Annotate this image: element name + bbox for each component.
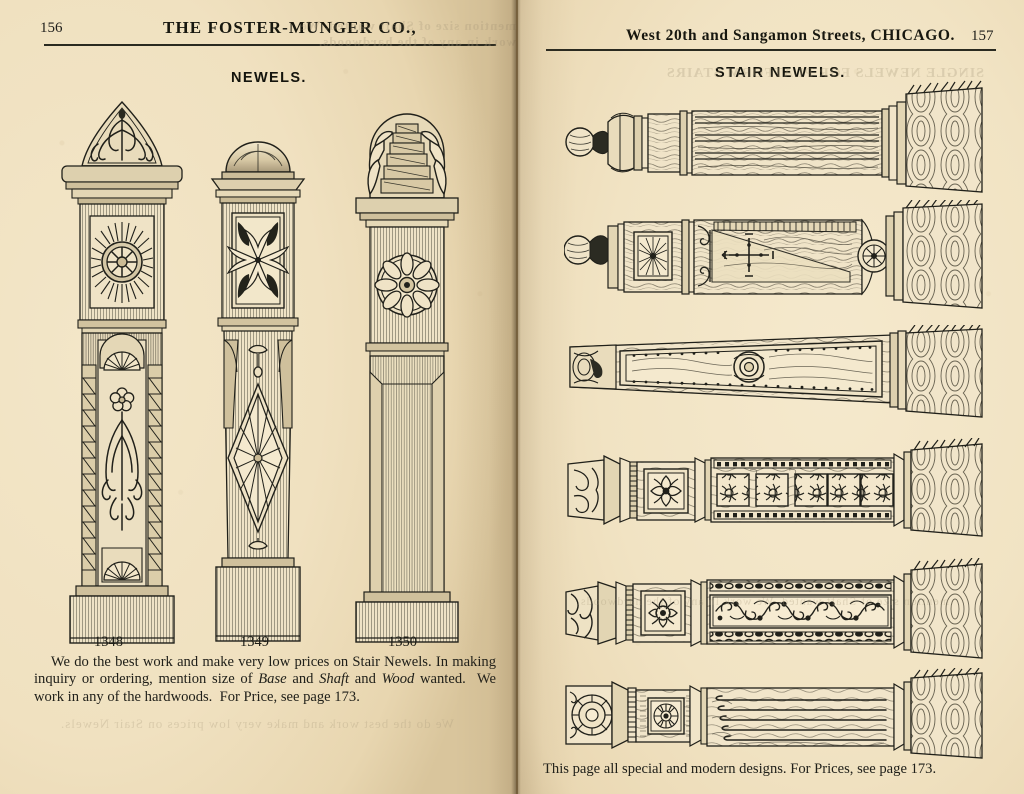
left-folio: 156 (40, 20, 63, 36)
figure-newel-1380 (564, 438, 984, 543)
figure-number-1348: 1348 (94, 634, 123, 650)
figure-newel-1378 (564, 668, 984, 763)
right-running-head: West 20th and Sangamon Streets, CHICAGO. (626, 27, 956, 44)
figure-newel-1349 (196, 128, 320, 646)
book-spine-line (516, 0, 518, 794)
left-running-head: THE FOSTER-MUNGER CO., (163, 18, 417, 37)
figure-number-1350: 1350 (388, 634, 417, 650)
figure-newel-1350 (344, 104, 470, 646)
figure-newel-1379 (564, 558, 984, 663)
right-section-title: STAIR NEWELS. (715, 65, 846, 81)
left-body-text: We do the best work and make very low pr… (34, 654, 496, 706)
left-body-run: We do the best work and make very low pr… (34, 654, 496, 705)
figure-newel-1394 (564, 200, 984, 310)
figure-newel-1395 (564, 80, 984, 200)
left-page: 156 THE FOSTER-MUNGER CO., NEWELS. menti… (0, 0, 516, 794)
right-footer-text: This page all special and modern designs… (543, 761, 937, 777)
figure-newel-1393 (564, 325, 984, 425)
right-page: West 20th and Sangamon Streets, CHICAGO.… (516, 0, 1024, 794)
figure-number-1349: 1349 (240, 634, 269, 650)
right-head-rule (546, 49, 996, 51)
left-head-rule (44, 44, 496, 46)
right-folio: 157 (971, 28, 994, 44)
left-section-title: NEWELS. (231, 70, 307, 86)
figure-newel-1348 (52, 100, 192, 645)
bleed-ghost-bottom-left: We do the best work and make very low pr… (60, 716, 454, 731)
